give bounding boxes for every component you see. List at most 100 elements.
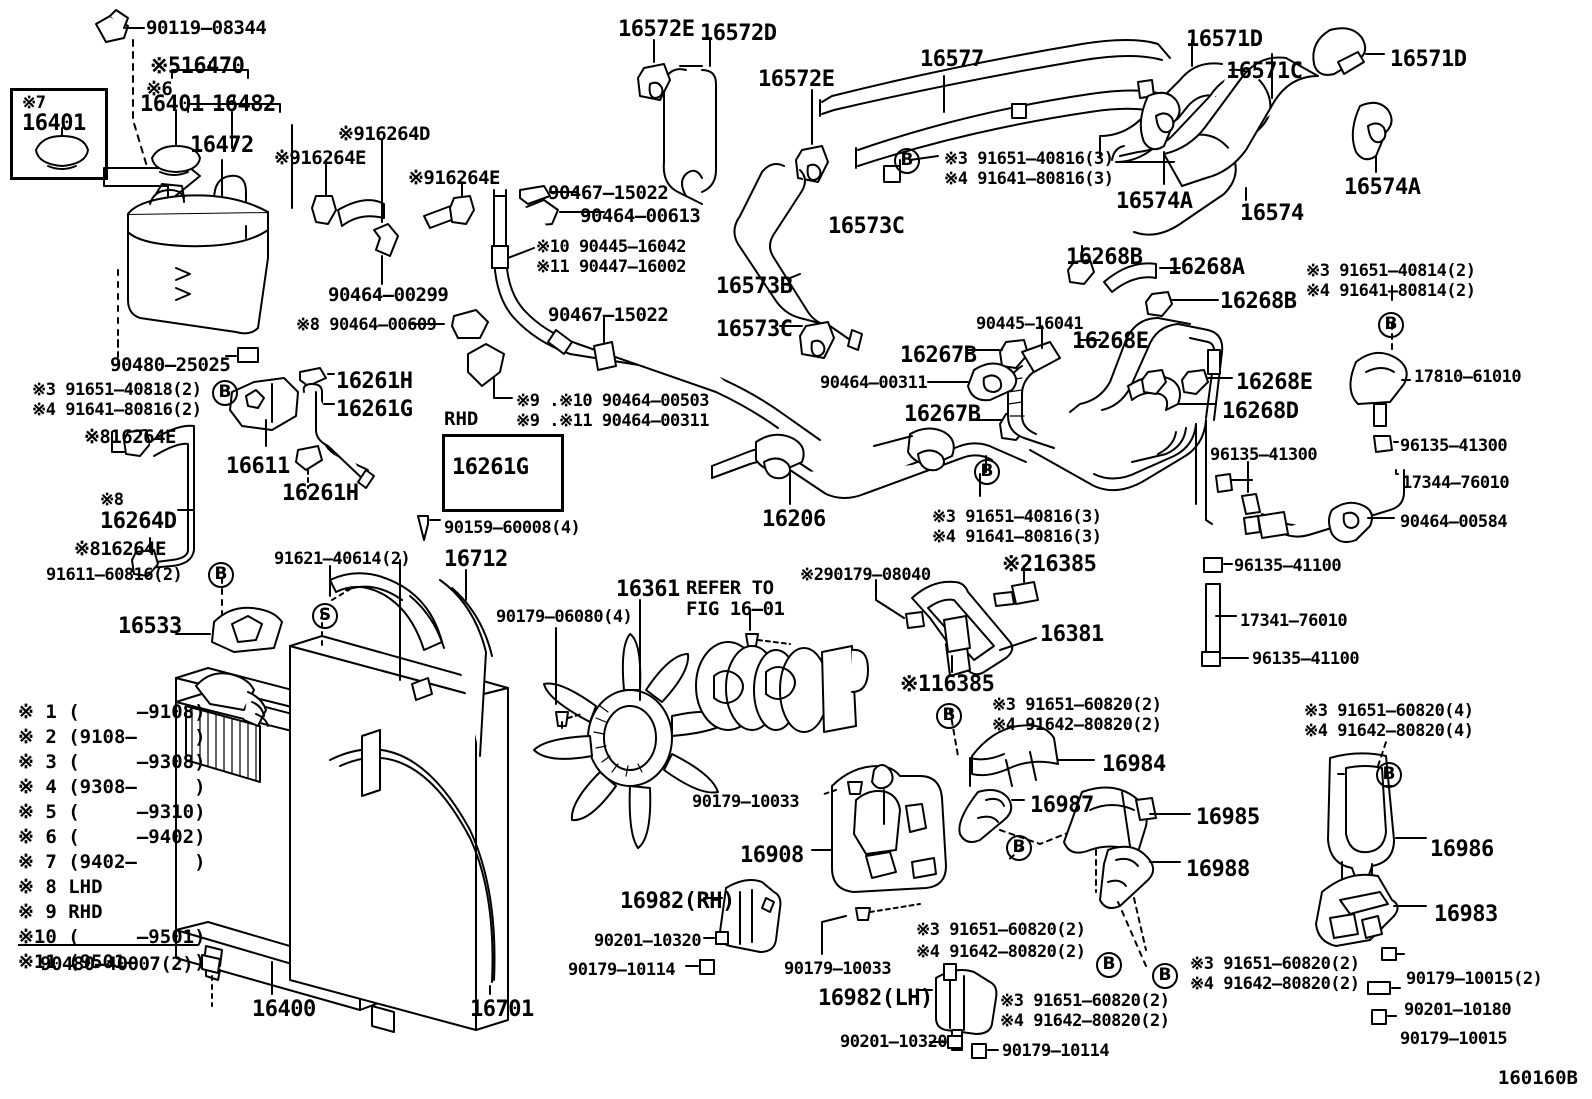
part-callout-9044516041: 90445–16041 xyxy=(976,314,1084,334)
part-callout-16482: 16482 xyxy=(212,92,276,117)
part-callout-9017910033: 90179–10033 xyxy=(784,959,892,979)
legend-row: ※ 5 ( –9310) xyxy=(18,801,206,823)
part-callout-491642808202: ※4 91642–80820(2) xyxy=(992,715,1162,735)
part-callout-16261h: 16261H xyxy=(282,481,359,506)
badge-b-icon: B xyxy=(1006,835,1032,861)
legend-row: ※ 8 LHD xyxy=(18,876,103,898)
part-callout-9020110320: 90201–10320 xyxy=(594,931,702,951)
part-callout-16985: 16985 xyxy=(1196,805,1260,830)
radiator-group xyxy=(175,667,395,1033)
part-callout-491642808202: ※4 91642–80820(2) xyxy=(1190,974,1360,994)
part-callout-16400: 16400 xyxy=(252,997,316,1022)
part-callout-16986: 16986 xyxy=(1430,837,1494,862)
part-callout-9613541100: 96135–41100 xyxy=(1252,649,1360,669)
bracket-16533 xyxy=(175,606,283,653)
part-callout-391651408163: ※3 91651–40816(3) xyxy=(944,149,1114,169)
part-callout-491642808204: ※4 91642–80820(4) xyxy=(1304,721,1474,741)
part-callout-9017910015: 90179–10015 xyxy=(1400,1029,1508,1049)
sheet-id: 160160B xyxy=(1497,1067,1578,1089)
note-legend: ※ 1 ( –9108) ※ 2 (9108– ) ※ 3 ( –9308) ※ 4 … xyxy=(18,700,206,975)
part-callout-16267b: 16267B xyxy=(904,402,981,427)
part-callout-90179060804: 90179–06080(4) xyxy=(496,607,633,627)
part-callout-391651608202: ※3 91651–60820(2) xyxy=(1000,991,1170,1011)
part-callout-16268b: 16268B xyxy=(1066,245,1143,270)
part-callout-90179100152: 90179–10015(2) xyxy=(1406,969,1543,989)
part-callout-9613541300: 96135–41300 xyxy=(1210,445,1318,465)
part-callout-16381: 16381 xyxy=(1040,622,1104,647)
part-callout-119044716002: ※11 90447–16002 xyxy=(536,257,687,277)
part-callout-16577: 16577 xyxy=(920,47,984,72)
part-callout-491642808202: ※4 91642–80820(2) xyxy=(1000,1011,1170,1031)
part-callout-491642808202: ※4 91642–80820(2) xyxy=(916,942,1086,962)
part-callout-491641808163: ※4 91641–80816(3) xyxy=(944,169,1114,189)
part-callout-16573c: 16573C xyxy=(828,214,905,239)
part-callout-9017910114: 90179–10114 xyxy=(1002,1041,1110,1061)
part-callout-fig1601: FIG 16–01 xyxy=(686,598,785,620)
part-callout-16571d: 16571D xyxy=(1186,27,1263,52)
part-callout-90159600084: 90159–60008(4) xyxy=(444,518,581,538)
part-callout-6: ※6 xyxy=(146,78,173,100)
inset-box-note7-part: 16401 xyxy=(22,111,86,136)
badge-s-icon: S xyxy=(312,603,338,629)
legend-row: ※11 (9501– ) xyxy=(18,951,206,973)
inset-box-rhd-part: 16261G xyxy=(452,455,529,480)
legend-row: ※ 1 ( –9108) xyxy=(18,701,206,723)
part-callout-referto: REFER TO xyxy=(686,577,774,599)
part-callout-16206: 16206 xyxy=(762,507,826,532)
part-callout-9119046400311: ※9 .※11 90464–00311 xyxy=(516,411,709,431)
part-callout-9046400613: 90464–00613 xyxy=(580,205,701,227)
part-callout-16361: 16361 xyxy=(616,577,680,602)
part-callout-8: ※8 xyxy=(100,490,124,510)
badge-b-icon: B xyxy=(1096,952,1122,978)
part-callout-16983: 16983 xyxy=(1434,902,1498,927)
part-callout-9011908344: 90119–08344 xyxy=(146,17,267,39)
part-callout-491641808162: ※4 91641–80816(2) xyxy=(32,400,202,420)
part-callout-816264e: ※816264E xyxy=(84,426,177,448)
part-callout-16572d: 16572D xyxy=(700,21,777,46)
part-callout-1734476010: 17344–76010 xyxy=(1402,473,1510,493)
part-callout-391651608204: ※3 91651–60820(4) xyxy=(1304,701,1474,721)
part-callout-16908: 16908 xyxy=(740,843,804,868)
inset-box-note7-marker: ※7 xyxy=(22,93,46,113)
part-callout-16268e: 16268E xyxy=(1236,370,1313,395)
legend-row: ※ 2 (9108– ) xyxy=(18,726,206,748)
part-callout-16572e: 16572E xyxy=(758,67,835,92)
part-callout-16401: 16401 xyxy=(140,92,204,117)
legend-row: ※ 7 (9402– ) xyxy=(18,851,206,873)
badge-b-icon: B xyxy=(974,459,1000,485)
part-callout-391651408182: ※3 91651–40818(2) xyxy=(32,380,202,400)
part-callout-9613541100: 96135–41100 xyxy=(1234,556,1342,576)
part-callout-16268b: 16268B xyxy=(1220,289,1297,314)
inset-box-rhd-caption: RHD xyxy=(444,408,479,430)
part-callout-391651408142: ※3 91651–40814(2) xyxy=(1306,261,1476,281)
legend-row: ※ 9 RHD xyxy=(18,901,103,923)
part-callout-91621406142: 91621–40614(2) xyxy=(274,549,411,569)
part-callout-16572e: 16572E xyxy=(618,17,695,42)
part-callout-9046400584: 90464–00584 xyxy=(1400,512,1508,532)
part-callout-9020110320: 90201–10320 xyxy=(840,1032,948,1052)
part-callout-491641808163: ※4 91641–80816(3) xyxy=(932,527,1102,547)
inset-box-rhd xyxy=(442,434,564,512)
badge-b-icon: B xyxy=(208,562,234,588)
legend-divider xyxy=(18,944,198,946)
badge-b-icon: B xyxy=(1152,963,1178,989)
part-callout-9048025025: 90480–25025 xyxy=(110,354,231,376)
water-pipe-16206 xyxy=(711,325,1061,505)
legend-row: ※ 4 (9308– ) xyxy=(18,776,206,798)
part-callout-916264e: ※916264E xyxy=(274,147,367,169)
badge-b-icon: B xyxy=(212,380,238,406)
part-callout-16261h: 16261H xyxy=(336,369,413,394)
part-callout-16574: 16574 xyxy=(1240,201,1304,226)
part-callout-9046400299: 90464–00299 xyxy=(328,284,449,306)
part-callout-9046400311: 90464–00311 xyxy=(820,373,928,393)
fan-shroud-group xyxy=(271,515,509,1031)
legend-row: ※ 3 ( –9308) xyxy=(18,751,206,773)
badge-b-icon: B xyxy=(1378,312,1404,338)
part-callout-16712: 16712 xyxy=(444,547,508,572)
part-callout-9017910033: 90179–10033 xyxy=(692,792,800,812)
part-callout-916264d: ※916264D xyxy=(338,123,431,145)
part-callout-16611: 16611 xyxy=(226,454,290,479)
part-callout-391651608202: ※3 91651–60820(2) xyxy=(992,695,1162,715)
part-callout-16268d: 16268D xyxy=(1222,399,1299,424)
